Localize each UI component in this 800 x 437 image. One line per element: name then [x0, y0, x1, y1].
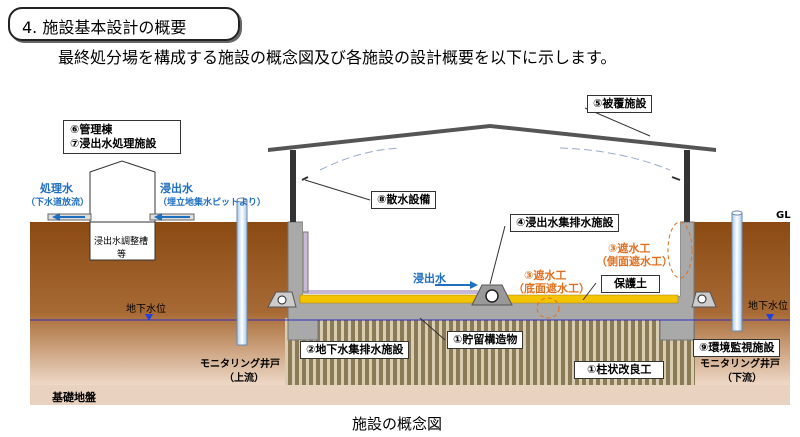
label-bottom-liner-note: （底面遮水工）	[513, 282, 590, 295]
bedrock-layer	[30, 385, 790, 405]
treated-water-arrow	[52, 213, 60, 221]
intro-text: 最終処分場を構成する施設の概念図及び各施設の設計概要を以下に示します。	[58, 48, 617, 67]
adjustment-tank	[89, 221, 156, 261]
section-title-box: 4. 施設基本設計の概要	[8, 7, 240, 41]
label-gw-drain: ②地下水集排水施設	[300, 341, 410, 359]
bottom-liner-marker	[536, 297, 560, 319]
label-cover: ⑤被覆施設	[587, 95, 653, 113]
label-sprinkler: ⑧散水設備	[371, 191, 437, 209]
label-bedrock: 基礎地盤	[52, 391, 96, 404]
label-well-right-note: （下流）	[722, 373, 762, 384]
cover-wall-left	[290, 150, 296, 222]
label-treated-water: 処理水	[40, 182, 73, 195]
label-side-liner: ③遮水工	[608, 242, 651, 255]
side-liner-marker	[667, 221, 693, 279]
leachate-arrow	[470, 281, 478, 289]
monitoring-well-left	[236, 199, 248, 346]
label-treated-water-note: （下水道放流）	[26, 198, 90, 208]
admin-building	[89, 160, 156, 223]
leachate-in-arrow	[154, 213, 162, 221]
label-protect-soil: 保護土	[601, 275, 660, 293]
gw-marker-left	[145, 314, 153, 321]
section-title: 4. 施設基本設計の概要	[22, 18, 187, 37]
label-gw-right: 地下水位	[748, 301, 788, 312]
cover-roof	[268, 124, 716, 152]
label-side-liner-note: （側面遮水工）	[596, 255, 673, 268]
label-leachate-in: 浸出水	[160, 182, 193, 195]
label-tank: 浸出水調整槽	[94, 237, 149, 247]
label-well-right: モニタリング井戸	[700, 359, 780, 370]
label-gw-left: 地下水位	[126, 304, 166, 315]
label-env-monitor: ⑨環境監視施設	[693, 339, 781, 357]
label-column: ①柱状改良工	[574, 361, 665, 379]
cover-wall-right	[684, 150, 690, 222]
gw-marker-right	[766, 314, 774, 321]
label-bottom-liner: ③遮水工	[524, 269, 567, 282]
label-well-left-note: （上流）	[224, 373, 264, 384]
label-leachate-arrow: 浸出水	[413, 272, 446, 285]
label-treatment: ⑦浸出水処理施設	[70, 137, 157, 150]
label-leachate-in-note: （埋立地集水ピットより）	[158, 198, 266, 208]
label-gl: GL	[776, 210, 791, 221]
monitoring-well-right	[731, 212, 743, 332]
label-well-left: モニタリング井戸	[200, 359, 280, 370]
label-admin-box: ⑥管理棟 ⑦浸出水処理施設	[63, 120, 181, 154]
label-leachate-collect: ④浸出水集排水施設	[510, 214, 620, 232]
label-tank2: 等	[117, 250, 127, 260]
label-admin: ⑥管理棟	[70, 123, 113, 136]
diagram-caption: 施設の概念図	[352, 415, 443, 433]
label-storage: ①貯留構造物	[447, 331, 524, 349]
